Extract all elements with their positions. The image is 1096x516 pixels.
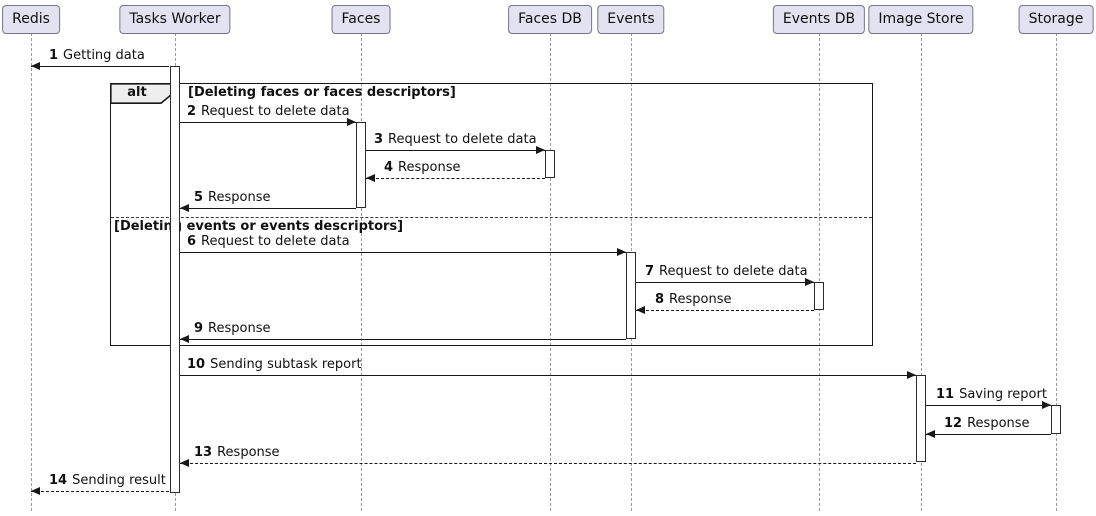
lifeline-faces: [361, 33, 362, 511]
lifeline-events-db: [819, 33, 820, 511]
alt-frame-divider: [111, 217, 872, 218]
participant-events: Events: [597, 5, 665, 34]
participant-faces: Faces: [331, 5, 391, 34]
arrowhead-icon: [1042, 401, 1051, 409]
arrowhead-icon: [180, 204, 189, 212]
participant-redis: Redis: [2, 5, 60, 34]
lifeline-redis: [31, 33, 32, 511]
participant-events-db: Events DB: [772, 5, 866, 34]
arrowhead-icon: [366, 174, 375, 182]
arrowhead-icon: [636, 306, 645, 314]
participant-storage: Storage: [1018, 5, 1094, 34]
arrowhead-icon: [536, 146, 545, 154]
alt-frame: [110, 83, 873, 346]
arrowhead-icon: [347, 118, 356, 126]
activation-storage: [1051, 405, 1061, 434]
participant-image-store: Image Store: [868, 5, 974, 34]
arrowhead-icon: [180, 459, 189, 467]
arrowhead-icon: [805, 278, 814, 286]
lifeline-faces-db: [550, 33, 551, 511]
arrowhead-icon: [31, 487, 40, 495]
activation-faces: [356, 122, 366, 208]
activation-image-store: [916, 375, 926, 462]
activation-faces-db: [545, 150, 555, 178]
lifeline-image-store: [921, 33, 922, 511]
alt-guard-2: [Deleting events or events descriptors]: [114, 219, 404, 234]
arrowhead-icon: [617, 248, 626, 256]
lifeline-storage: [1056, 33, 1057, 511]
arrowhead-icon: [31, 62, 40, 70]
activation-tasks-worker: [170, 66, 180, 493]
activation-events: [626, 252, 636, 339]
arrowhead-icon: [926, 430, 935, 438]
alt-operator-label: alt: [127, 85, 147, 100]
alt-guard-1: [Deleting faces or faces descriptors]: [188, 85, 456, 100]
alt-operator-tab: [110, 83, 174, 109]
arrowhead-icon: [907, 371, 916, 379]
arrowhead-icon: [180, 335, 189, 343]
participant-tasks-worker: Tasks Worker: [119, 5, 231, 34]
participant-faces-db: Faces DB: [508, 5, 592, 34]
activation-events-db: [814, 282, 824, 310]
